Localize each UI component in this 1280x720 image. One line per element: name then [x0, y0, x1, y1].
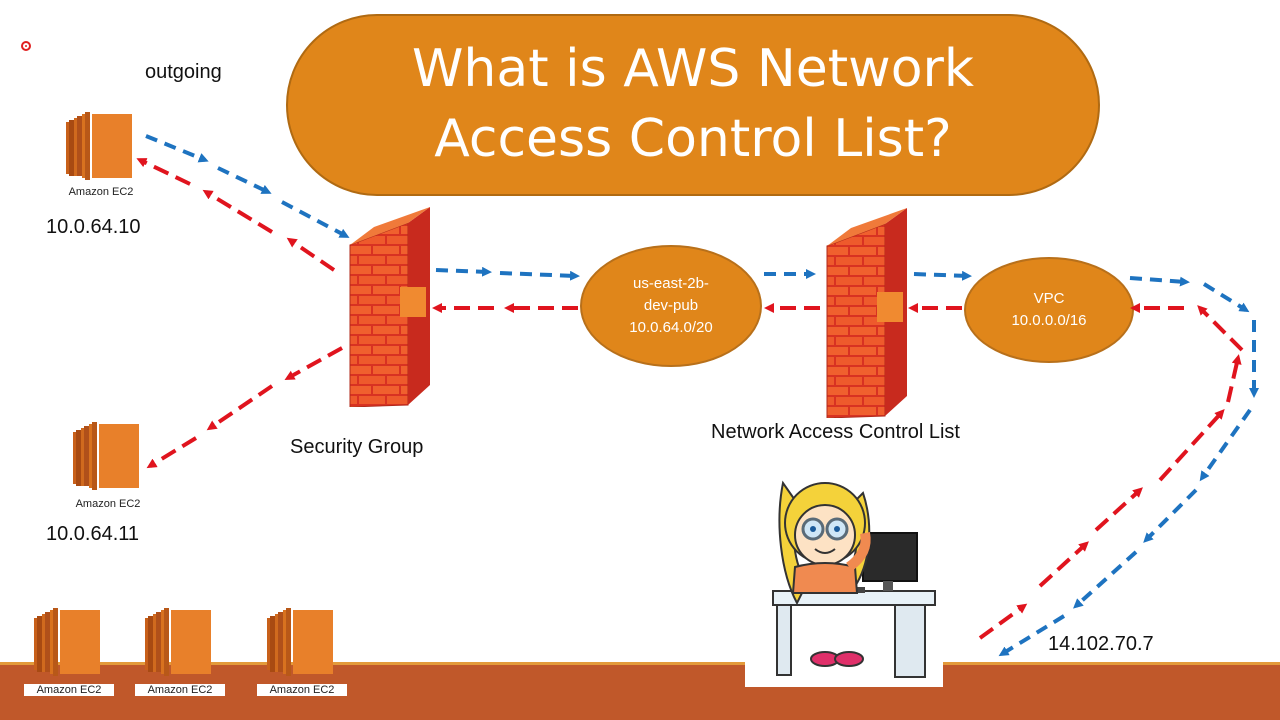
ip-mid-label: 10.0.64.11	[46, 523, 140, 545]
ec2-icon-graphic	[66, 112, 132, 180]
ec2-caption: Amazon EC2	[135, 684, 225, 696]
ec2-icon-graphic	[145, 608, 211, 676]
public-ip-label: 14.102.70.7	[1048, 633, 1154, 655]
ec2-icon-graphic	[73, 422, 139, 490]
computer-user-graphic	[772, 480, 936, 678]
outbound-flow-arrows	[145, 134, 1259, 657]
return-flow-arrows	[136, 158, 1244, 640]
vpc-ellipse: VPC 10.0.0.0/16	[964, 257, 1134, 363]
computer-user-illustration	[745, 463, 943, 687]
vpc-line-1: VPC	[1033, 290, 1065, 307]
ec2-icon: Amazon EC2	[24, 604, 114, 696]
ec2-icon: Amazon EC2	[66, 108, 134, 198]
ec2-icon: Amazon EC2	[135, 604, 225, 696]
ec2-icon: Amazon EC2	[73, 418, 141, 510]
subnet-ellipse: us-east-2b- dev-pub 10.0.64.0/20	[580, 245, 762, 367]
footer-bar-accent	[0, 662, 1280, 665]
title-text: What is AWS Network Access Control List?	[286, 34, 1100, 174]
outgoing-label: outgoing	[145, 61, 222, 83]
subnet-line-2: dev-pub	[643, 297, 699, 314]
firewall-icon	[826, 208, 907, 418]
title-banner	[286, 14, 1100, 196]
title-line-2: Access Control List?	[434, 109, 952, 169]
ec2-icon: Amazon EC2	[257, 604, 347, 696]
firewall-icon	[349, 207, 430, 407]
subnet-line-3: 10.0.64.0/20	[629, 319, 713, 336]
ec2-caption: Amazon EC2	[257, 684, 347, 696]
ec2-icon-graphic	[34, 608, 100, 676]
ec2-caption: Amazon EC2	[75, 498, 141, 510]
record-dot-icon	[21, 41, 31, 51]
nacl-label: Network Access Control List	[711, 421, 960, 443]
title-line-1: What is AWS Network	[411, 39, 975, 99]
ec2-icon-graphic	[267, 608, 333, 676]
ip-top-label: 10.0.64.10	[46, 216, 141, 238]
ec2-caption: Amazon EC2	[68, 186, 134, 198]
vpc-line-2: 10.0.0.0/16	[1011, 312, 1087, 329]
ec2-caption: Amazon EC2	[24, 684, 114, 696]
security-group-label: Security Group	[290, 436, 424, 458]
subnet-line-1: us-east-2b-	[633, 275, 709, 292]
